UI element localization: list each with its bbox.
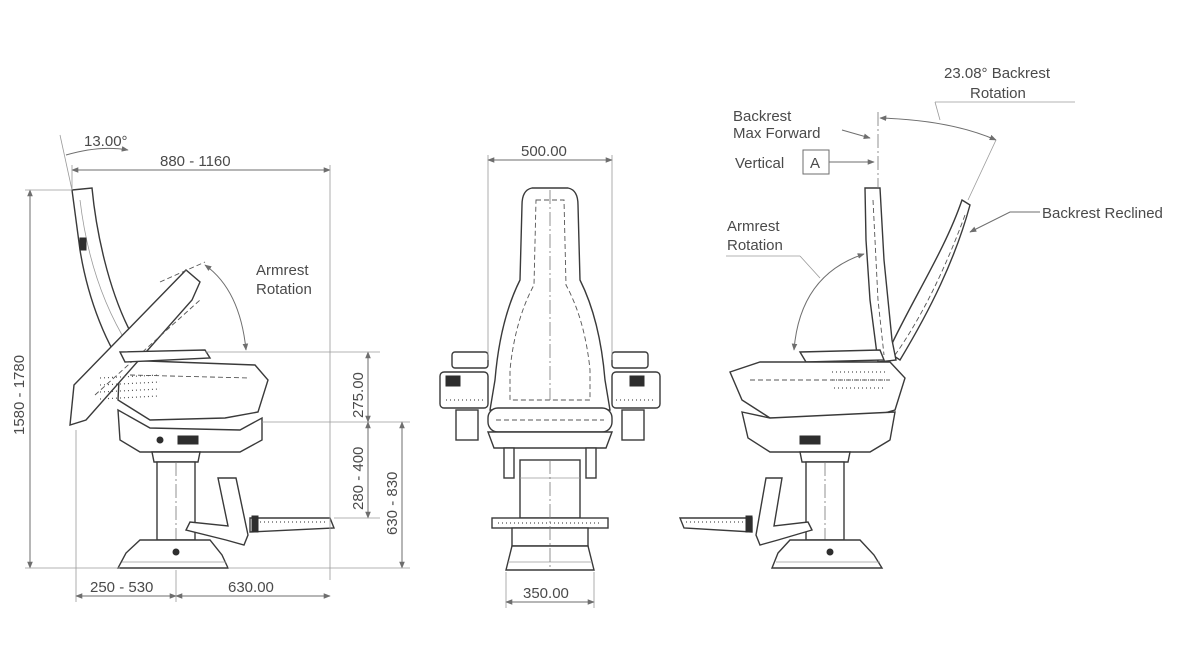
seat-cushion-left [117, 359, 269, 421]
vertical-label: Vertical [735, 155, 784, 172]
footrest-plate-right [678, 517, 753, 533]
armrest-right [798, 349, 886, 363]
backrest-rotation-line1: 23.08° Backrest [944, 65, 1051, 82]
seat-base-right [741, 411, 896, 453]
backrest-max-forward-line1: Backrest [733, 108, 792, 125]
backrest-knob [79, 237, 87, 251]
base-width-label: 350.00 [523, 585, 569, 602]
armrest-horizontal-left [118, 349, 212, 363]
annotation-labels-right: 23.08° Backrest Rotation Backrest Max Fo… [727, 65, 1163, 254]
backrest-upright-right [864, 187, 897, 363]
armrest-rotation-left-line2: Rotation [256, 281, 312, 298]
floor-to-seat-label: 630 - 830 [384, 472, 401, 535]
datum-letter: A [810, 155, 820, 172]
armrest-rotation-left-line1: Armrest [256, 262, 309, 279]
side-view-right [678, 187, 971, 569]
seat-cushion-right [729, 361, 906, 421]
backrest-front [489, 187, 611, 411]
dimensions-right [726, 101, 1075, 351]
seat-angle-label: 13.00° [84, 133, 128, 150]
backrest-reclined-label: Backrest Reclined [1042, 205, 1163, 222]
dimensions-front: 500.00 350.00 [487, 143, 613, 608]
pedestal-left [151, 451, 201, 463]
armrest-right-front [611, 351, 661, 441]
armrest-rotation-right-line2: Rotation [727, 237, 783, 254]
base-depth-label: 630.00 [228, 579, 274, 596]
front-view [439, 187, 661, 571]
seat-height-label: 280 - 400 [350, 447, 367, 510]
seat-base-left [117, 408, 263, 453]
armrest-rotation-right-line1: Armrest [727, 218, 780, 235]
footrest-arm-right [755, 477, 814, 546]
seat-frame-front [486, 431, 614, 449]
foot-base-right [770, 539, 884, 569]
overall-length-label: 880 - 1160 [160, 153, 231, 170]
seat-width-label: 500.00 [521, 143, 567, 160]
armrest-left-front [439, 351, 489, 441]
backrest-reclined-right [887, 198, 971, 361]
footrest-plate-left [249, 517, 336, 533]
overall-height-label: 1580 - 1780 [11, 355, 28, 435]
seat-slide-label: 250 - 530 [90, 579, 153, 596]
backrest-max-forward-line2: Max Forward [733, 125, 821, 142]
armrest-height-label: 275.00 [350, 372, 367, 418]
dimension-labels-left: 13.00° 880 - 1160 1580 - 1780 275.00 280… [11, 133, 401, 596]
side-view-left [69, 187, 336, 569]
dimensions-left [25, 134, 410, 602]
foot-base-left [116, 539, 230, 569]
backrest-rotation-line2: Rotation [970, 85, 1026, 102]
footrest-arm-left [184, 477, 249, 546]
